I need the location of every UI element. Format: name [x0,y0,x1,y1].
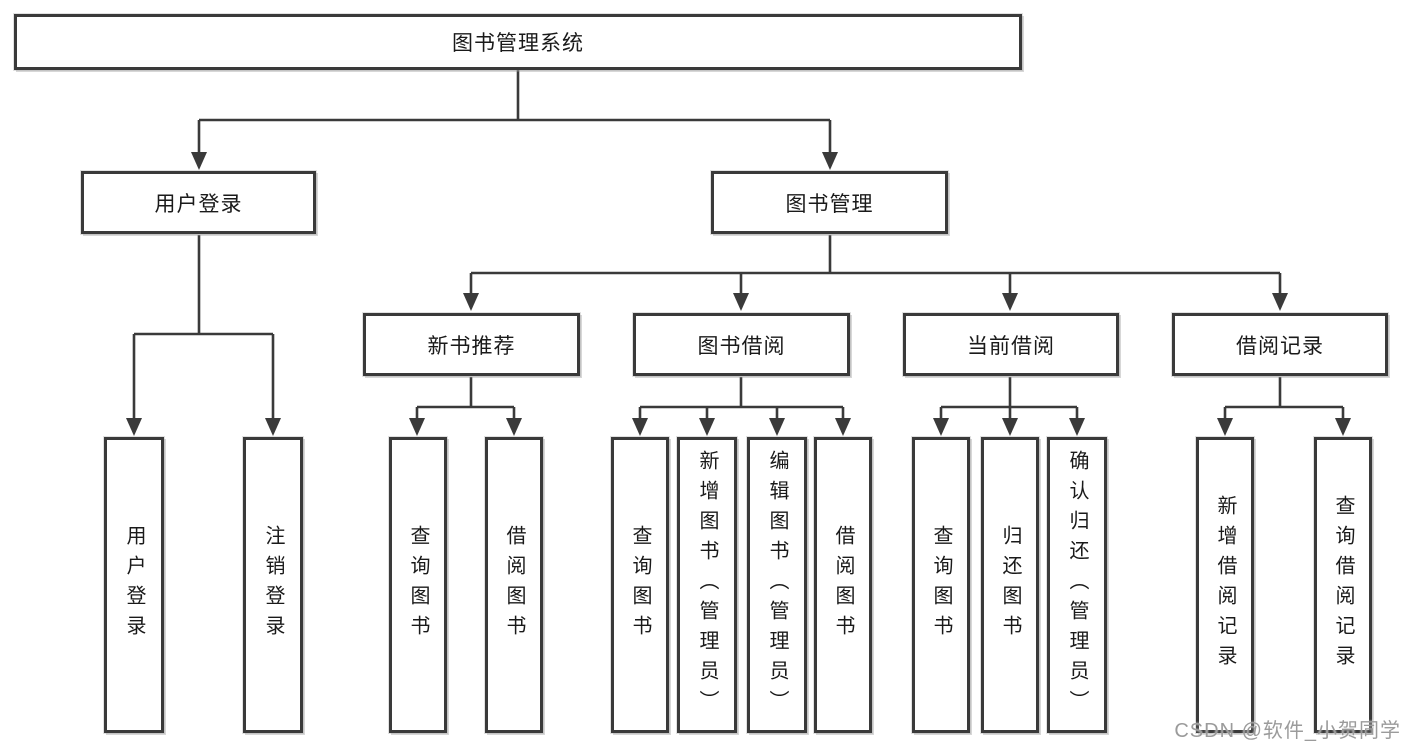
node-user-login: 用户登录 [81,171,316,234]
node-book-management-label: 图书管理 [785,192,874,216]
leaf-add-borrow-record-label: 新增借阅记录 [1214,495,1236,675]
leaf-borrowing-query-books: 查询图书 [611,437,669,733]
leaf-return-books: 归还图书 [981,437,1039,733]
node-root-label: 图书管理系统 [452,32,584,55]
node-new-book-recommend-label: 新书推荐 [427,334,516,358]
leaf-logout-label: 注销登录 [262,525,284,645]
node-current-borrowing-label: 当前借阅 [967,334,1055,358]
leaf-add-borrow-record: 新增借阅记录 [1196,437,1254,733]
leaf-logout: 注销登录 [243,437,303,733]
node-borrow-records-label: 借阅记录 [1236,334,1324,358]
leaf-user-login: 用户登录 [104,437,164,733]
leaf-user-login-label: 用户登录 [123,525,145,645]
csdn-watermark: CSDN @软件_小贺同学 [1174,720,1401,742]
arrowheads [126,152,1351,436]
leaf-recommend-borrow-books-label: 借阅图书 [503,525,525,645]
node-book-management: 图书管理 [711,171,948,234]
leaf-current-query-books-label: 查询图书 [930,525,952,645]
leaf-confirm-return-admin-label: 确认归还（管理员） [1066,450,1088,720]
node-current-borrowing: 当前借阅 [903,313,1119,376]
node-new-book-recommend: 新书推荐 [363,313,580,376]
leaf-confirm-return-admin: 确认归还（管理员） [1047,437,1107,733]
leaf-edit-books-admin: 编辑图书（管理员） [747,437,807,733]
leaf-return-books-label: 归还图书 [999,525,1021,645]
leaf-add-books-admin: 新增图书（管理员） [677,437,737,733]
leaf-query-borrow-record: 查询借阅记录 [1314,437,1372,733]
node-user-login-label: 用户登录 [154,192,243,216]
leaf-recommend-query-books-label: 查询图书 [407,525,429,645]
leaf-recommend-query-books: 查询图书 [389,437,447,733]
node-book-borrowing: 图书借阅 [633,313,850,376]
leaf-add-books-admin-label: 新增图书（管理员） [696,450,718,720]
leaf-borrow-books: 借阅图书 [814,437,872,733]
leaf-query-borrow-record-label: 查询借阅记录 [1332,495,1354,675]
leaf-borrowing-query-books-label: 查询图书 [629,525,651,645]
leaf-current-query-books: 查询图书 [912,437,970,733]
leaf-edit-books-admin-label: 编辑图书（管理员） [766,450,788,720]
node-borrow-records: 借阅记录 [1172,313,1388,376]
node-book-borrowing-label: 图书借阅 [697,334,786,358]
leaf-recommend-borrow-books: 借阅图书 [485,437,543,733]
leaf-borrow-books-label: 借阅图书 [832,525,854,645]
node-root: 图书管理系统 [14,14,1022,70]
